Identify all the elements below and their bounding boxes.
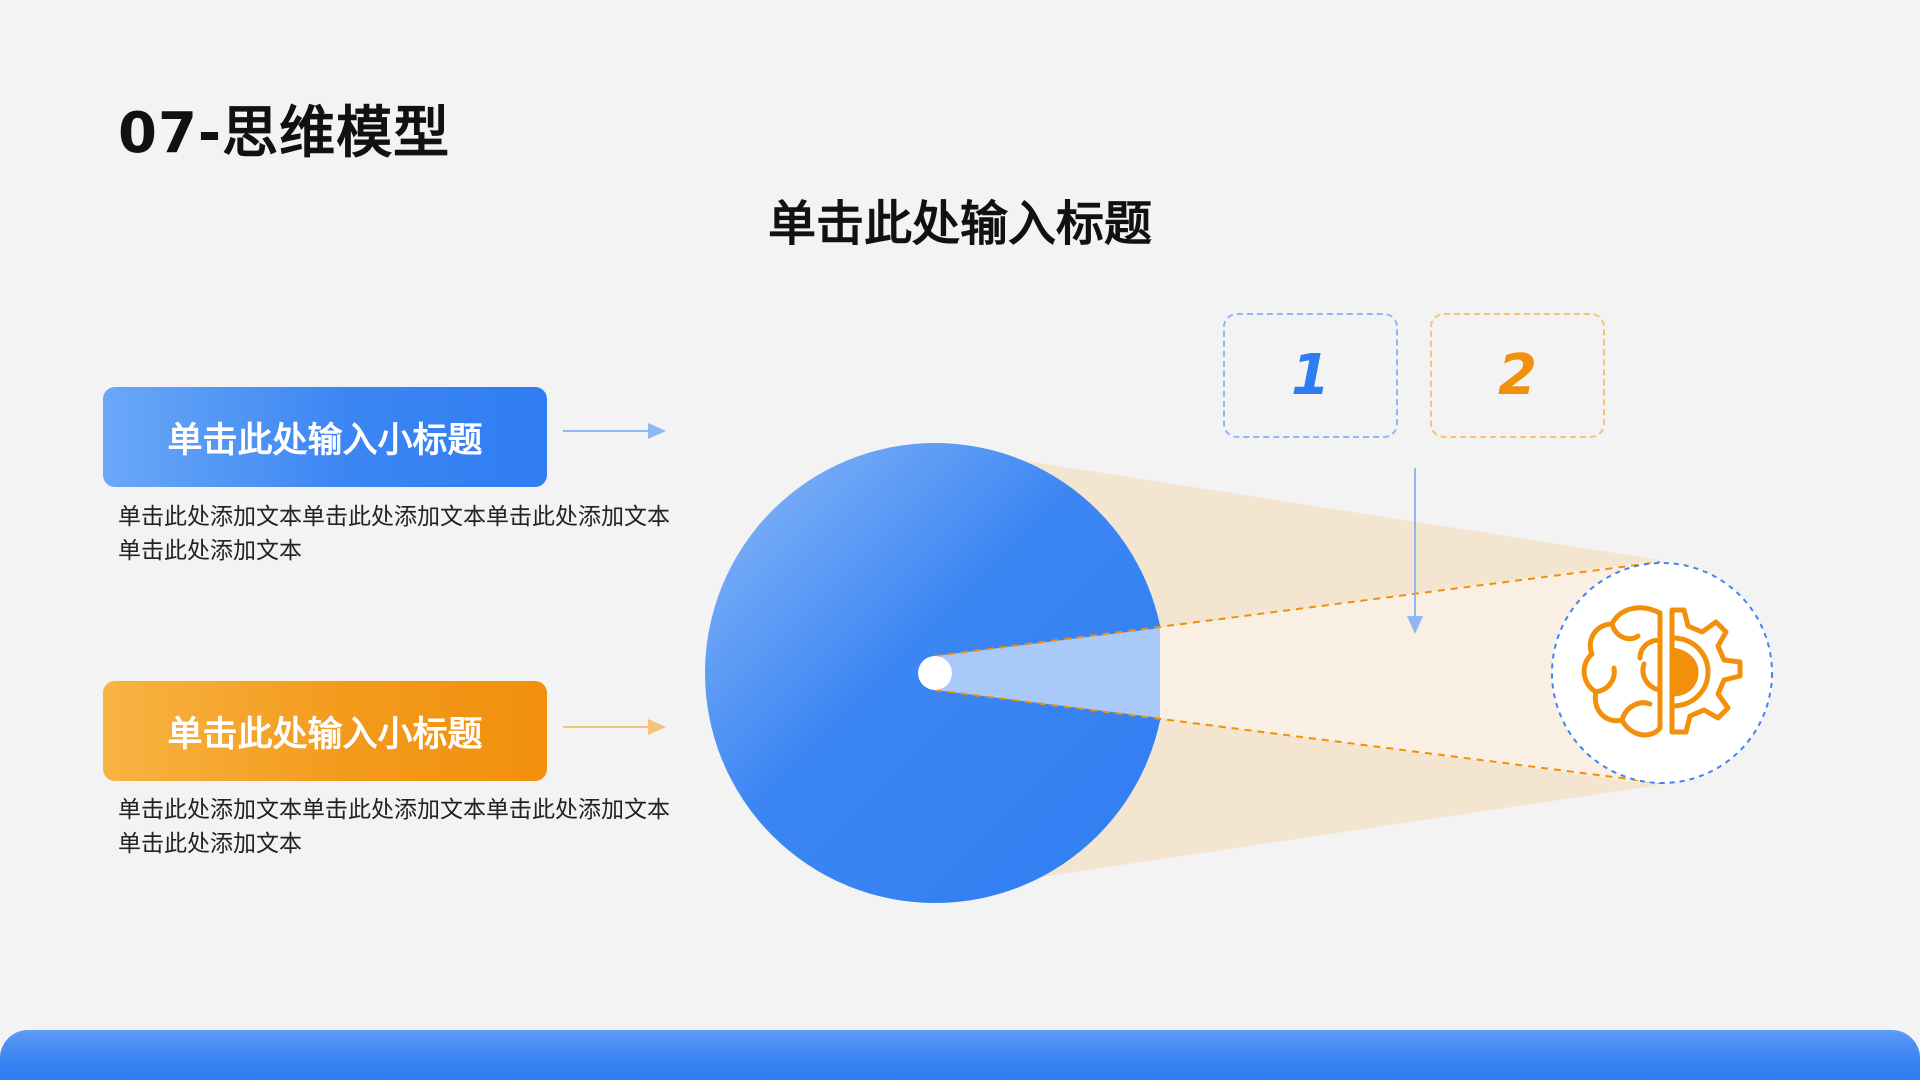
beam-edge-top: [934, 561, 1661, 657]
subtitle-box-1[interactable]: 单击此处输入小标题: [103, 387, 547, 487]
beam-inner-blue: [935, 628, 1160, 718]
label-box-2[interactable]: 2: [1430, 313, 1605, 438]
section-title: 07-思维模型: [118, 101, 451, 166]
label-box-1[interactable]: 1: [1223, 313, 1398, 438]
beam-inner-light: [1160, 560, 1660, 785]
focus-dot: [918, 656, 952, 690]
footer-bar: [0, 1030, 1920, 1080]
subtitle-label-1: 单击此处输入小标题: [167, 420, 483, 461]
subtitle-label-2: 单击此处输入小标题: [167, 714, 483, 755]
body-text-1: 单击此处添加文本单击此处添加文本单击此处添加文本单击此处添加文本: [118, 504, 670, 564]
label-number-2: 2: [1498, 343, 1537, 408]
subtitle-box-2[interactable]: 单击此处输入小标题: [103, 681, 547, 781]
beam-edge-bottom: [934, 689, 1661, 784]
brain-gear-icon: [1581, 605, 1743, 738]
body-text-2: 单击此处添加文本单击此处添加文本单击此处添加文本单击此处添加文本: [118, 797, 670, 857]
label-number-1: 1: [1291, 343, 1330, 408]
main-title: 单击此处输入标题: [767, 196, 1152, 252]
